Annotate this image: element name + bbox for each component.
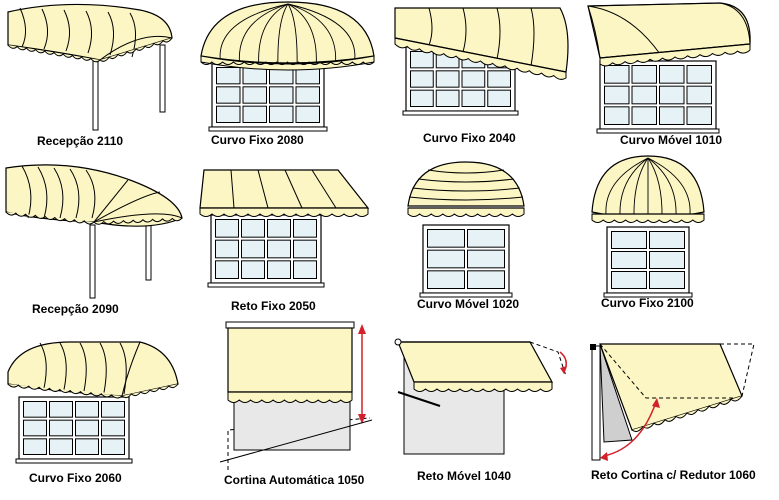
label-recepcao-2090: Recepção 2090 [32, 302, 119, 316]
illustration-reto-movel-1040 [394, 338, 567, 455]
label-recepcao-2110: Recepção 2110 [37, 134, 124, 148]
label-reto-fixo-2050: Reto Fixo 2050 [231, 299, 316, 313]
label-curvo-fixo-2080: Curvo Fixo 2080 [211, 133, 304, 147]
illustration-curvo-fixo-2060 [7, 341, 179, 464]
illustration-cortina-automatica-1050 [219, 321, 373, 470]
label-cortina-automatica-1050: Cortina Automática 1050 [224, 473, 365, 487]
label-reto-movel-1040: Reto Móvel 1040 [417, 469, 512, 483]
illustration-recepcao-2090 [5, 164, 183, 299]
illustration-curvo-fixo-2040 [394, 7, 569, 116]
label-curvo-movel-1010: Curvo Móvel 1010 [620, 133, 723, 147]
label-curvo-fixo-2040: Curvo Fixo 2040 [423, 131, 516, 145]
illustration-recepcao-2110 [7, 3, 173, 131]
illustration-reto-fixo-2050 [199, 169, 370, 288]
label-reto-cortina-redutor-1060: Reto Cortina c/ Redutor 1060 [591, 468, 756, 482]
label-curvo-fixo-2060: Curvo Fixo 2060 [29, 471, 122, 485]
label-curvo-fixo-2100: Curvo Fixo 2100 [601, 296, 694, 310]
label-curvo-movel-1020: Curvo Móvel 1020 [417, 297, 520, 311]
illustration-curvo-movel-1020 [407, 161, 525, 298]
illustration-reto-cortina-redutor-1060 [590, 343, 755, 461]
illustration-curvo-fixo-2080 [200, 1, 375, 132]
illustration-curvo-fixo-2100 [591, 155, 705, 298]
illustration-curvo-movel-1010 [587, 2, 751, 134]
